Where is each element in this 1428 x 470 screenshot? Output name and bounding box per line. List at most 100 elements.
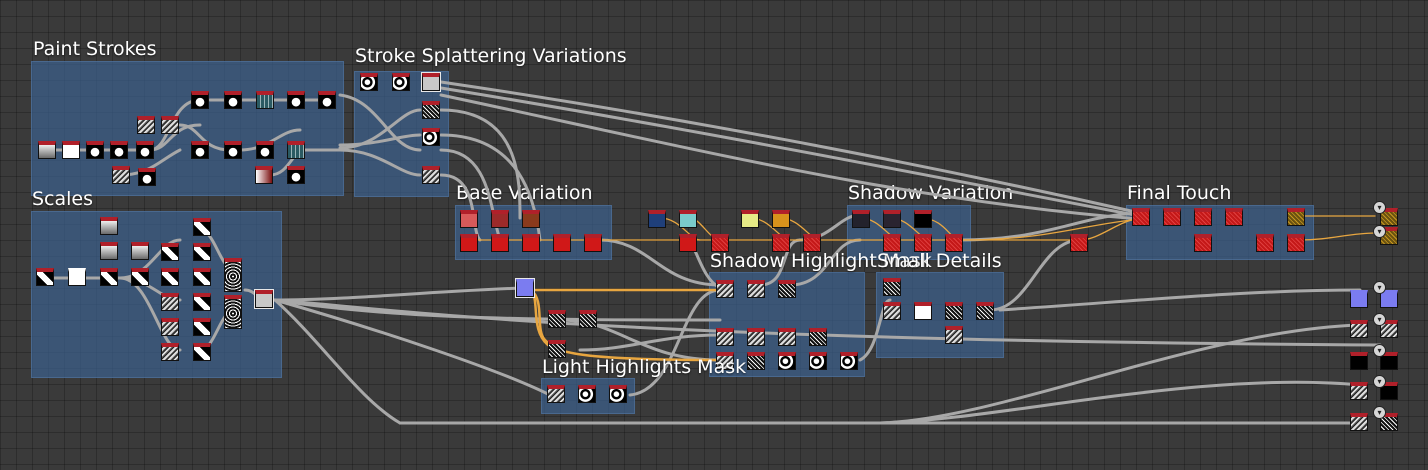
graph-node-icon[interactable] [883, 210, 901, 228]
graph-node-icon[interactable] [193, 268, 211, 286]
graph-node-icon[interactable] [1350, 382, 1368, 400]
graph-node-icon[interactable] [161, 268, 179, 286]
graph-node-icon[interactable] [287, 91, 305, 109]
graph-node-icon[interactable] [254, 289, 274, 309]
graph-node-icon[interactable] [256, 91, 274, 109]
graph-node-icon[interactable] [553, 234, 571, 252]
graph-node-icon[interactable] [548, 310, 566, 328]
graph-node-icon[interactable] [648, 210, 666, 228]
graph-node-icon[interactable] [609, 385, 627, 403]
graph-node-icon[interactable] [161, 116, 179, 134]
graph-node-icon[interactable] [1380, 352, 1398, 370]
output-node-icon[interactable]: ▾ [1373, 344, 1386, 357]
graph-node-icon[interactable] [1163, 208, 1181, 226]
graph-node-icon[interactable] [778, 328, 796, 346]
graph-node-icon[interactable] [161, 343, 179, 361]
graph-node-icon[interactable] [747, 352, 765, 370]
graph-node-icon[interactable] [716, 352, 734, 370]
graph-node-icon[interactable] [287, 141, 305, 159]
graph-node-icon[interactable] [809, 328, 827, 346]
graph-node-icon[interactable] [1287, 208, 1305, 226]
graph-node-icon[interactable] [131, 268, 149, 286]
graph-node-icon[interactable] [1380, 382, 1398, 400]
graph-node-icon[interactable] [422, 166, 440, 184]
graph-node-icon[interactable] [778, 280, 796, 298]
frame-scales[interactable] [31, 211, 282, 378]
graph-node-icon[interactable] [224, 295, 242, 329]
graph-node-icon[interactable] [547, 385, 565, 403]
graph-node-icon[interactable] [772, 210, 790, 228]
graph-node-icon[interactable] [1380, 320, 1398, 338]
graph-node-icon[interactable] [747, 280, 765, 298]
graph-node-icon[interactable] [1380, 208, 1398, 226]
graph-node-icon[interactable] [1350, 413, 1368, 431]
graph-node-icon[interactable] [852, 210, 870, 228]
graph-node-icon[interactable] [421, 72, 441, 92]
graph-node-icon[interactable] [1194, 234, 1212, 252]
graph-node-icon[interactable] [1225, 208, 1243, 226]
graph-node-icon[interactable] [460, 234, 478, 252]
graph-node-icon[interactable] [256, 141, 274, 159]
graph-node-icon[interactable] [161, 293, 179, 311]
graph-node-icon[interactable] [38, 141, 56, 159]
graph-node-icon[interactable] [747, 328, 765, 346]
graph-node-icon[interactable] [460, 210, 478, 228]
graph-node-icon[interactable] [224, 258, 242, 292]
graph-node-icon[interactable] [1132, 208, 1150, 226]
graph-node-icon[interactable] [711, 234, 729, 252]
graph-node-icon[interactable] [100, 217, 118, 235]
graph-node-icon[interactable] [138, 168, 156, 186]
graph-node-icon[interactable] [191, 91, 209, 109]
graph-node-icon[interactable] [68, 268, 86, 286]
graph-node-icon[interactable] [914, 234, 932, 252]
graph-node-icon[interactable] [679, 234, 697, 252]
graph-node-icon[interactable] [803, 234, 821, 252]
graph-node-icon[interactable] [1256, 234, 1274, 252]
graph-node-icon[interactable] [976, 302, 994, 320]
graph-node-icon[interactable] [1350, 290, 1368, 308]
graph-node-icon[interactable] [1070, 234, 1088, 252]
graph-node-icon[interactable] [809, 352, 827, 370]
graph-node-icon[interactable] [193, 293, 211, 311]
graph-node-icon[interactable] [522, 210, 540, 228]
graph-node-icon[interactable] [772, 234, 790, 252]
graph-node-icon[interactable] [778, 352, 796, 370]
graph-node-icon[interactable] [36, 268, 54, 286]
graph-node-icon[interactable] [914, 302, 932, 320]
graph-node-icon[interactable] [224, 91, 242, 109]
graph-node-icon[interactable] [131, 242, 149, 260]
graph-node-icon[interactable] [914, 210, 932, 228]
graph-node-icon[interactable] [491, 210, 509, 228]
graph-node-icon[interactable] [137, 116, 155, 134]
graph-node-icon[interactable] [161, 243, 179, 261]
graph-node-icon[interactable] [1287, 234, 1305, 252]
frame-final-touch[interactable] [1126, 205, 1314, 260]
graph-node-icon[interactable] [945, 302, 963, 320]
graph-node-icon[interactable] [112, 166, 130, 184]
graph-node-icon[interactable] [1194, 208, 1212, 226]
graph-node-icon[interactable] [578, 385, 596, 403]
graph-node-icon[interactable] [945, 326, 963, 344]
graph-node-icon[interactable] [840, 352, 858, 370]
graph-node-icon[interactable] [110, 141, 128, 159]
graph-node-icon[interactable] [100, 242, 118, 260]
graph-node-icon[interactable] [161, 318, 179, 336]
graph-node-icon[interactable] [255, 166, 273, 184]
output-node-icon[interactable]: ▾ [1373, 201, 1386, 214]
graph-node-icon[interactable] [193, 318, 211, 336]
graph-node-icon[interactable] [945, 234, 963, 252]
graph-node-icon[interactable] [193, 243, 211, 261]
graph-node-icon[interactable] [422, 101, 440, 119]
graph-node-icon[interactable] [86, 141, 104, 159]
graph-node-icon[interactable] [62, 141, 80, 159]
graph-node-icon[interactable] [548, 340, 566, 358]
graph-node-icon[interactable] [741, 210, 759, 228]
graph-node-icon[interactable] [136, 141, 154, 159]
graph-node-icon[interactable] [1380, 413, 1398, 431]
graph-node-icon[interactable] [1350, 352, 1368, 370]
output-node-icon[interactable]: ▾ [1373, 313, 1386, 326]
graph-node-icon[interactable] [883, 302, 901, 320]
graph-node-icon[interactable] [716, 328, 734, 346]
graph-node-icon[interactable] [579, 310, 597, 328]
